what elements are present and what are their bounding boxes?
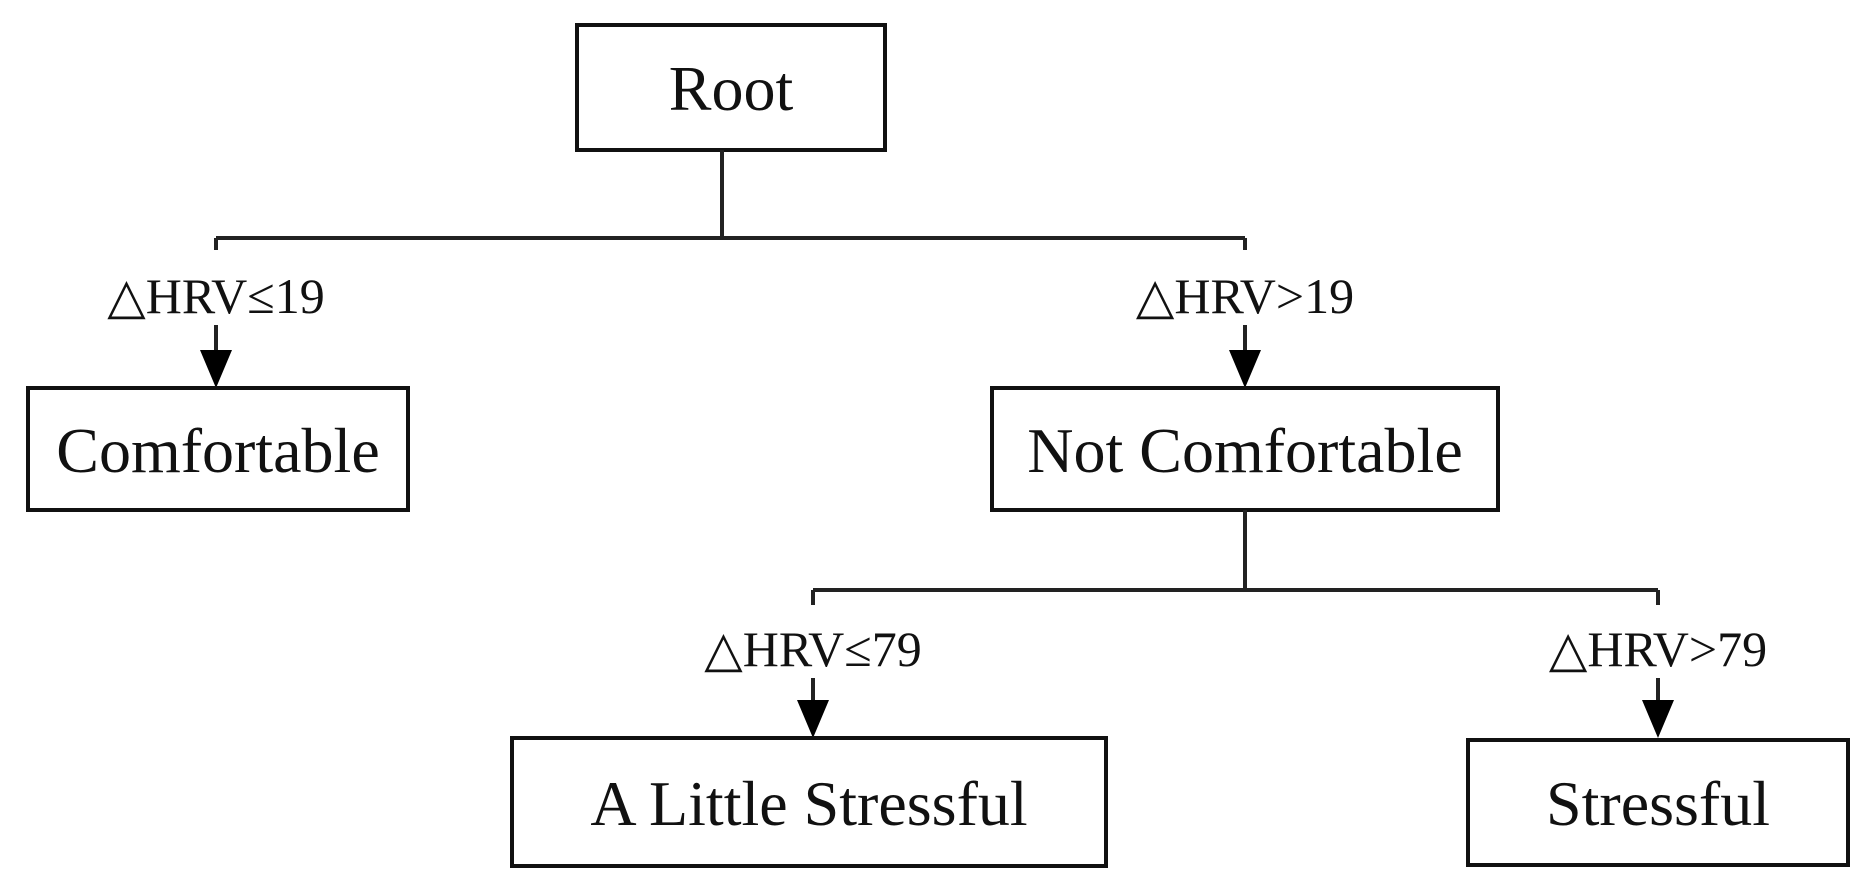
node-stressful-label: Stressful (1546, 768, 1770, 839)
edge-not-comfortable-to-a-little-stressful: △HRV≤79 (704, 621, 922, 738)
edge-label-hrv-le-79: △HRV≤79 (704, 621, 921, 677)
edge-label-hrv-gt-79: △HRV>79 (1549, 621, 1767, 677)
node-stressful: Stressful (1466, 738, 1850, 867)
edge-root-to-not-comfortable: △HRV>19 (1136, 268, 1354, 388)
arrow-down-icon (797, 700, 829, 738)
edge-not-comfortable-to-stressful: △HRV>79 (1549, 621, 1767, 738)
node-comfortable-label: Comfortable (56, 415, 379, 486)
node-not-comfortable: Not Comfortable (990, 386, 1500, 512)
connector-root-split (214, 150, 1247, 250)
arrow-down-icon (200, 350, 232, 388)
arrow-down-icon (1229, 350, 1261, 388)
node-a-little-stressful-label: A Little Stressful (590, 768, 1027, 839)
arrow-down-icon (1642, 700, 1674, 738)
node-comfortable: Comfortable (26, 386, 410, 512)
node-root: Root (575, 23, 887, 152)
node-not-comfortable-label: Not Comfortable (1027, 415, 1462, 486)
node-a-little-stressful: A Little Stressful (510, 736, 1108, 868)
connector-not-comfortable-split (811, 510, 1660, 605)
edge-label-hrv-gt-19: △HRV>19 (1136, 268, 1354, 324)
edge-root-to-comfortable: △HRV≤19 (107, 268, 325, 388)
edge-label-hrv-le-19: △HRV≤19 (107, 268, 324, 324)
node-root-label: Root (669, 53, 794, 124)
